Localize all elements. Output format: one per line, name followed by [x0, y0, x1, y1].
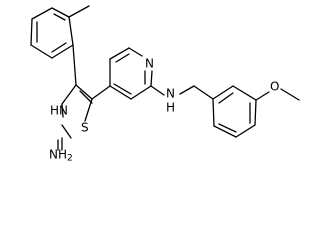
- ch2-ring-bond: [193, 85, 214, 100]
- thiazole-ring: [61, 84, 93, 139]
- thiazole-s-label: S: [81, 121, 89, 135]
- methoxy-methyl-bond: [280, 88, 300, 101]
- thiazole-pyridine-bond: [91, 85, 111, 100]
- tolyl-ring: [30, 7, 74, 59]
- amine-subscript-label: 2: [67, 154, 73, 164]
- pyridine-n-label: N: [145, 57, 154, 71]
- ether-o-label: O: [270, 80, 279, 94]
- chemical-structure-diagram: HN S NH 2 N N H O: [30, 5, 300, 164]
- benzylamine-n-label: N: [166, 87, 175, 101]
- benzylamine-h-label: H: [166, 101, 175, 115]
- amine-ch2-bond: [179, 85, 195, 95]
- methoxyphenyl-ring: [212, 85, 257, 138]
- pyridine-ring: [109, 47, 153, 100]
- tolyl-methyl-bond: [68, 5, 90, 18]
- pyridine-amine-bond: [150, 85, 165, 96]
- amine-nh2-label: NH: [49, 148, 67, 162]
- thiazole-nh-label: HN: [50, 104, 68, 118]
- tolyl-thiazole-bond: [72, 44, 77, 86]
- ether-bond: [255, 91, 270, 101]
